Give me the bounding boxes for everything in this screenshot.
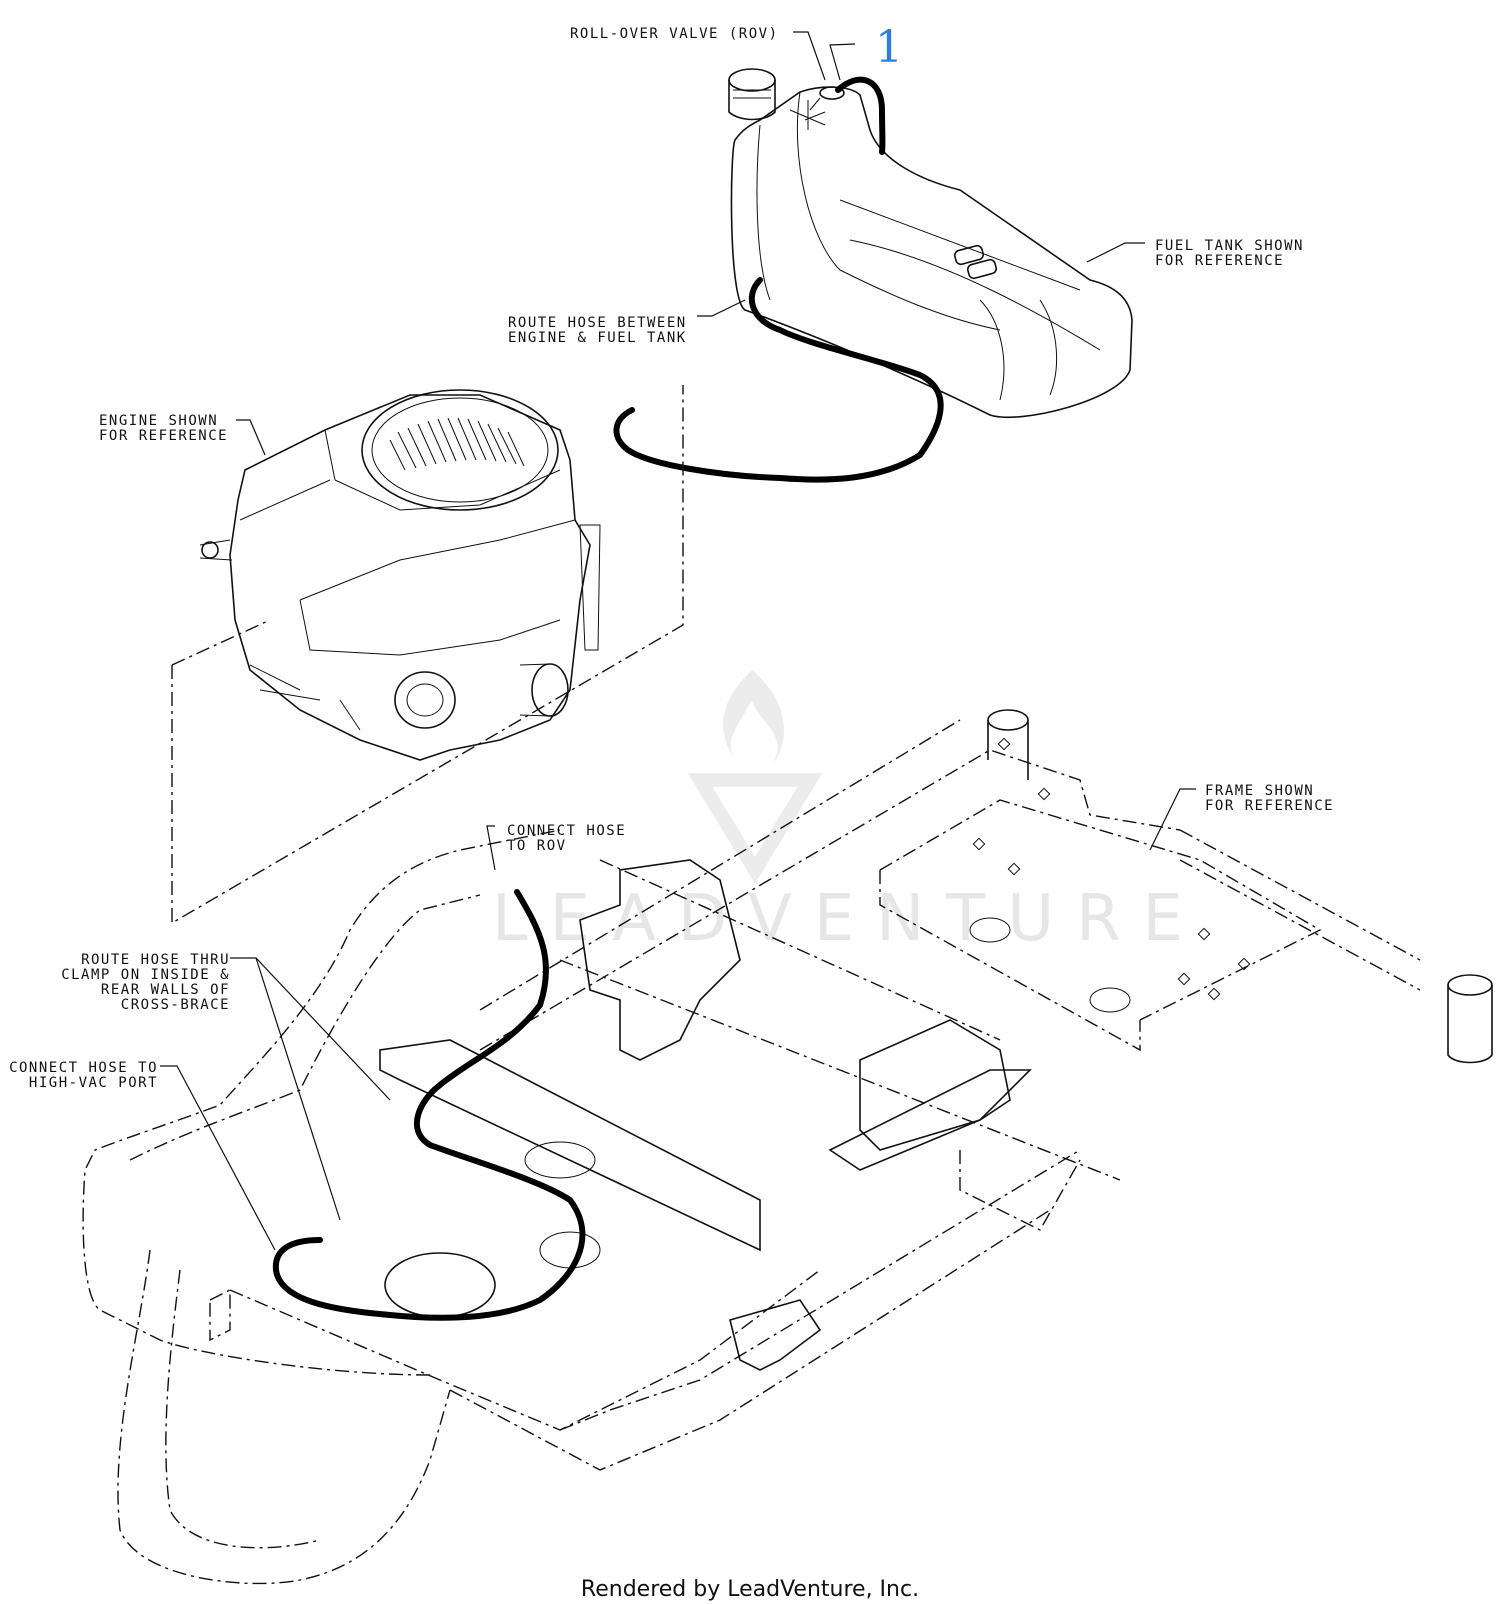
label-route-clamp-2: CLAMP ON INSIDE & — [61, 967, 230, 983]
watermark: LEADVENTURE — [492, 670, 1205, 956]
label-route-clamp-1: ROUTE HOSE THRU — [81, 952, 230, 968]
callout-number: 1 — [875, 22, 903, 73]
label-route-hose-engine-2: ENGINE & FUEL TANK — [508, 330, 687, 346]
label-connect-highvac-1: CONNECT HOSE TO — [9, 1060, 158, 1076]
label-frame-1: FRAME SHOWN — [1205, 783, 1314, 799]
label-connect-rov-2: TO ROV — [507, 838, 567, 854]
engine-mount-outline-2 — [171, 619, 271, 666]
label-route-clamp-4: CROSS-BRACE — [121, 997, 230, 1013]
label-frame-2: FOR REFERENCE — [1205, 798, 1334, 814]
tank-engine-hose — [613, 277, 944, 483]
engine-drawing — [199, 389, 601, 761]
watermark-text: LEADVENTURE — [492, 882, 1205, 956]
frame-drawing — [82, 709, 1493, 1585]
engine-mount-outline — [171, 385, 684, 925]
label-fuel-tank-1: FUEL TANK SHOWN — [1155, 238, 1304, 254]
flame-logo-icon — [723, 670, 784, 765]
footer-credit: Rendered by LeadVenture, Inc. — [581, 1577, 919, 1602]
v-logo-icon — [687, 773, 823, 884]
label-connect-highvac-2: HIGH-VAC PORT — [29, 1075, 158, 1091]
label-route-hose-engine-1: ROUTE HOSE BETWEEN — [508, 315, 687, 331]
rov-hose — [835, 76, 886, 155]
label-connect-rov-1: CONNECT HOSE — [507, 823, 626, 839]
label-fuel-tank-2: FOR REFERENCE — [1155, 253, 1284, 269]
frame-hose — [272, 889, 586, 1321]
label-engine-1: ENGINE SHOWN — [99, 413, 218, 429]
leader-lines — [160, 31, 1196, 1251]
fuel-tank-drawing — [728, 68, 1133, 419]
label-rov: ROLL-OVER VALVE (ROV) — [570, 26, 779, 42]
label-route-clamp-3: REAR WALLS OF — [101, 982, 230, 998]
label-engine-2: FOR REFERENCE — [99, 428, 228, 444]
fuel-hoses — [272, 76, 944, 1321]
